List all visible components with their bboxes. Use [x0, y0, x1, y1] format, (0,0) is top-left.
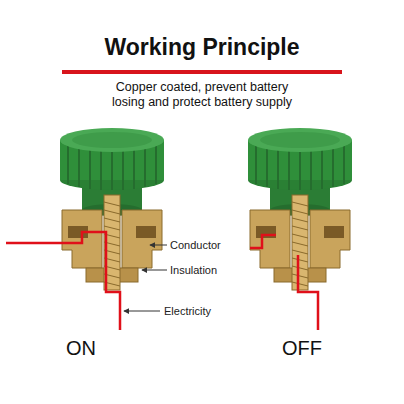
current-path: [298, 255, 318, 330]
leader-line: [124, 311, 160, 312]
part-label: Electricity: [164, 305, 211, 317]
switch-off: [248, 128, 352, 290]
caption: Copper coated, prevent battery losing an…: [52, 80, 352, 110]
current-path: [6, 232, 120, 330]
title: Working Principle: [0, 34, 404, 61]
part-label: Insulation: [170, 264, 217, 276]
switch-on: [60, 128, 164, 290]
part-label: Conductor: [170, 239, 221, 251]
state-label: OFF: [282, 337, 322, 360]
state-label: ON: [66, 337, 96, 360]
current-path: [250, 235, 276, 248]
leader-line: [150, 245, 167, 246]
leader-line: [142, 270, 167, 271]
title-bar: [62, 70, 342, 74]
